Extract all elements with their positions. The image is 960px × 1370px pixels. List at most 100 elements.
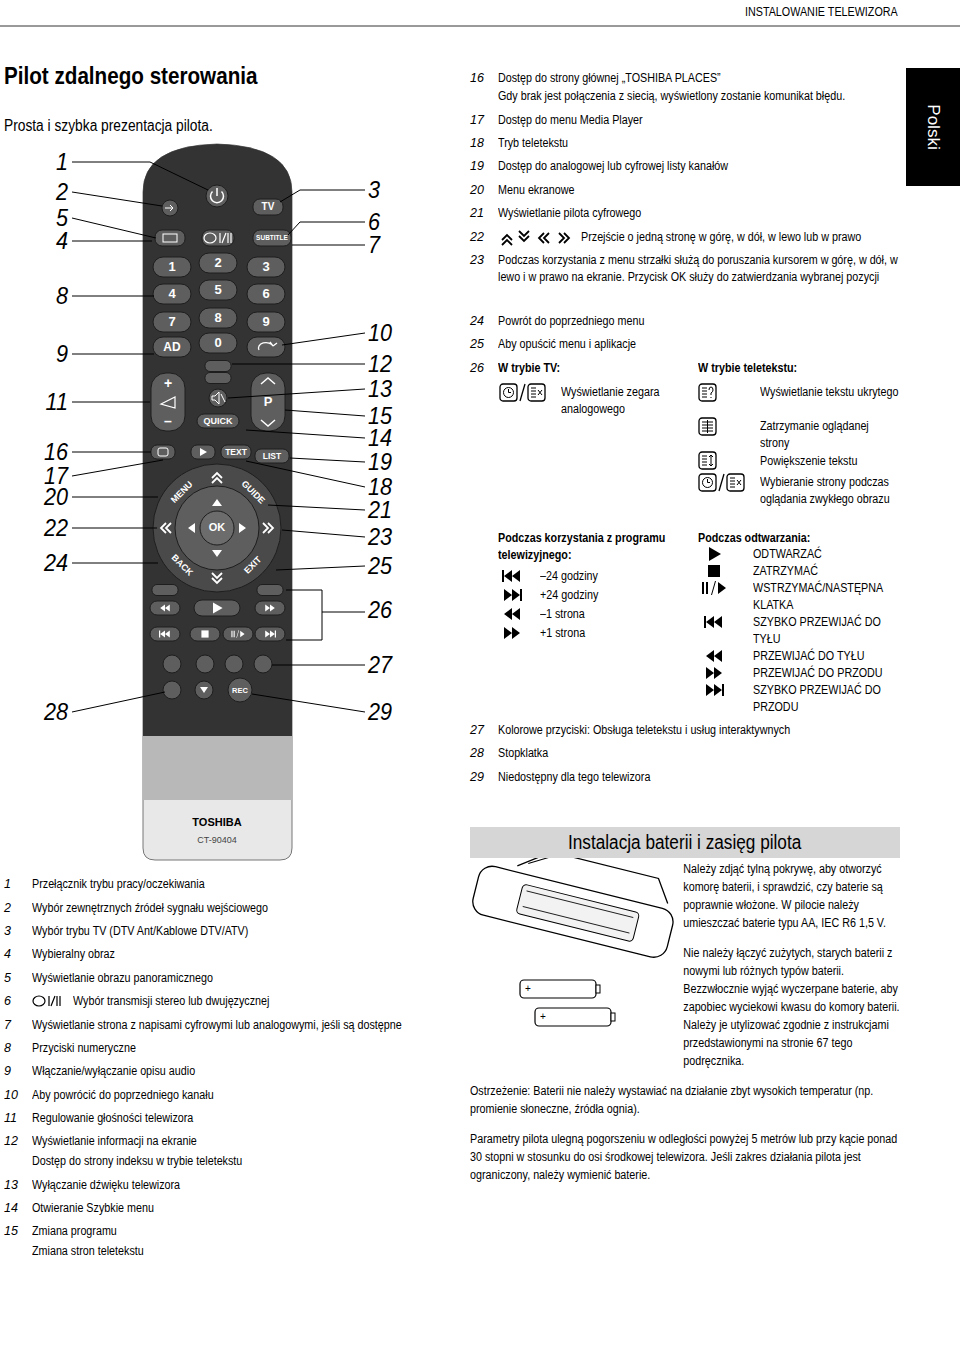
leader-line bbox=[268, 505, 365, 510]
media-glyph bbox=[504, 589, 522, 601]
running-header: INSTALOWANIE TELEWIZORA bbox=[745, 4, 960, 21]
subtitle-button bbox=[253, 230, 291, 246]
button-label: REC bbox=[228, 686, 252, 695]
colour-button bbox=[254, 655, 272, 673]
leader-line bbox=[280, 190, 365, 202]
leader-line bbox=[72, 692, 165, 712]
leader-line bbox=[252, 694, 365, 712]
button-label: 9 bbox=[251, 314, 281, 330]
media-icon bbox=[708, 565, 720, 577]
callout-number: 24 bbox=[37, 549, 68, 577]
leader-line bbox=[272, 665, 365, 666]
volume-rocker bbox=[151, 373, 185, 431]
section-heading: W trybie TV: bbox=[498, 360, 688, 377]
callout-number: 29 bbox=[368, 698, 404, 726]
leader-line bbox=[285, 410, 365, 416]
colour-button bbox=[163, 655, 181, 673]
media-glyph bbox=[265, 630, 276, 637]
icon-strokes bbox=[49, 996, 60, 1006]
description-text: Powrót do poprzedniego menu bbox=[498, 313, 898, 330]
leader-line bbox=[72, 354, 154, 355]
callout-number: 19 bbox=[368, 448, 404, 476]
freeze-button bbox=[163, 681, 181, 699]
item-number: 23 bbox=[470, 252, 496, 269]
callout-number: 23 bbox=[368, 523, 404, 551]
button-label: 6 bbox=[251, 286, 281, 302]
battery-compartment bbox=[516, 884, 640, 942]
programme-rocker bbox=[251, 373, 285, 431]
quick-button bbox=[197, 414, 239, 428]
item-number: 21 bbox=[470, 205, 496, 222]
description-text: Przejście o jedną stronę w górę, w dół, … bbox=[581, 229, 901, 246]
chevron-icon bbox=[502, 235, 512, 245]
teletext-icon bbox=[528, 384, 545, 401]
media-glyph bbox=[709, 547, 721, 561]
media-icon bbox=[706, 684, 724, 696]
item-number: 15 bbox=[4, 1223, 30, 1240]
battery-text: Należy zdjąć tylną pokrywę, aby otworzyć… bbox=[470, 860, 900, 1196]
input-symbol bbox=[165, 205, 173, 211]
picture-symbol bbox=[163, 234, 177, 242]
callout-number: 9 bbox=[37, 340, 68, 368]
callout-number: 28 bbox=[37, 698, 68, 726]
leader-line bbox=[72, 528, 157, 529]
icon-lines bbox=[702, 387, 713, 398]
media-icon bbox=[706, 650, 722, 662]
button-label: P bbox=[258, 394, 278, 410]
description-text: Dostęp do strony głównej „TOSHIBA PLACES… bbox=[498, 70, 898, 87]
description-text: Otwieranie Szybkie menu bbox=[32, 1200, 472, 1217]
callout-number: 25 bbox=[368, 552, 404, 580]
description-text: Podczas korzystania z menu strzałki służ… bbox=[498, 252, 898, 286]
media-icon bbox=[159, 630, 170, 637]
paragraph: Należy zdjąć tylną pokrywę, aby otworzyć… bbox=[470, 860, 900, 932]
volume-symbol bbox=[161, 397, 175, 408]
button-label: LIST bbox=[255, 451, 289, 461]
clock-face bbox=[703, 478, 713, 488]
battery bbox=[520, 980, 596, 998]
teletext-icon bbox=[699, 418, 716, 435]
language-tab: Polski bbox=[906, 68, 960, 186]
description-text: Dostęp do analogowej lub cyfrowej listy … bbox=[498, 158, 898, 175]
down-symbol bbox=[200, 687, 208, 693]
chevron-icon bbox=[263, 523, 273, 533]
description-text: Wyłączanie dźwięku telewizora bbox=[32, 1177, 472, 1194]
leader-line bbox=[246, 461, 365, 487]
stop-button bbox=[190, 627, 220, 641]
item-number: 1 bbox=[4, 876, 30, 893]
media-icon bbox=[706, 667, 722, 679]
button-label: SUBTITLE bbox=[253, 234, 291, 242]
description-text: Zmiana stron teletekstu bbox=[32, 1243, 472, 1260]
leader-line bbox=[72, 218, 156, 238]
description-text: Dostęp do menu Media Player bbox=[498, 112, 898, 129]
leader-line bbox=[246, 430, 365, 438]
chevron-icon bbox=[212, 573, 222, 583]
media-icon bbox=[704, 616, 722, 628]
description-text: SZYBKO PRZEWIJAĆ DO PRZODU bbox=[753, 682, 893, 716]
chevron-stroke bbox=[161, 523, 171, 533]
item-number: 4 bbox=[4, 946, 30, 963]
callout-number: 27 bbox=[368, 651, 404, 679]
description-text: PRZEWIJAĆ DO PRZODU bbox=[753, 665, 903, 682]
item-number: 16 bbox=[470, 70, 496, 87]
button-label: CT-90404 bbox=[177, 835, 257, 846]
index-button bbox=[205, 373, 231, 384]
text-button bbox=[221, 445, 251, 459]
dpad-ring bbox=[153, 464, 281, 592]
icon-ring bbox=[33, 996, 45, 1006]
item-number: 7 bbox=[4, 1017, 30, 1034]
number-button bbox=[199, 253, 237, 273]
media-icon bbox=[702, 581, 726, 595]
description-text: Wybieralny obraz bbox=[32, 946, 472, 963]
media-symbol bbox=[200, 448, 207, 456]
callout-number: 20 bbox=[37, 483, 68, 511]
stereo-icon bbox=[33, 996, 60, 1006]
leader-line bbox=[72, 402, 150, 403]
description-text: Aby opuścić menu i aplikacje bbox=[498, 336, 898, 353]
number-button bbox=[199, 333, 237, 353]
item-number: 3 bbox=[4, 923, 30, 940]
item-number: 2 bbox=[4, 900, 30, 917]
callout-number: 1 bbox=[37, 148, 68, 176]
button-label: TEXT bbox=[221, 447, 251, 457]
media-icon bbox=[502, 570, 520, 582]
item-number: 27 bbox=[470, 722, 496, 739]
